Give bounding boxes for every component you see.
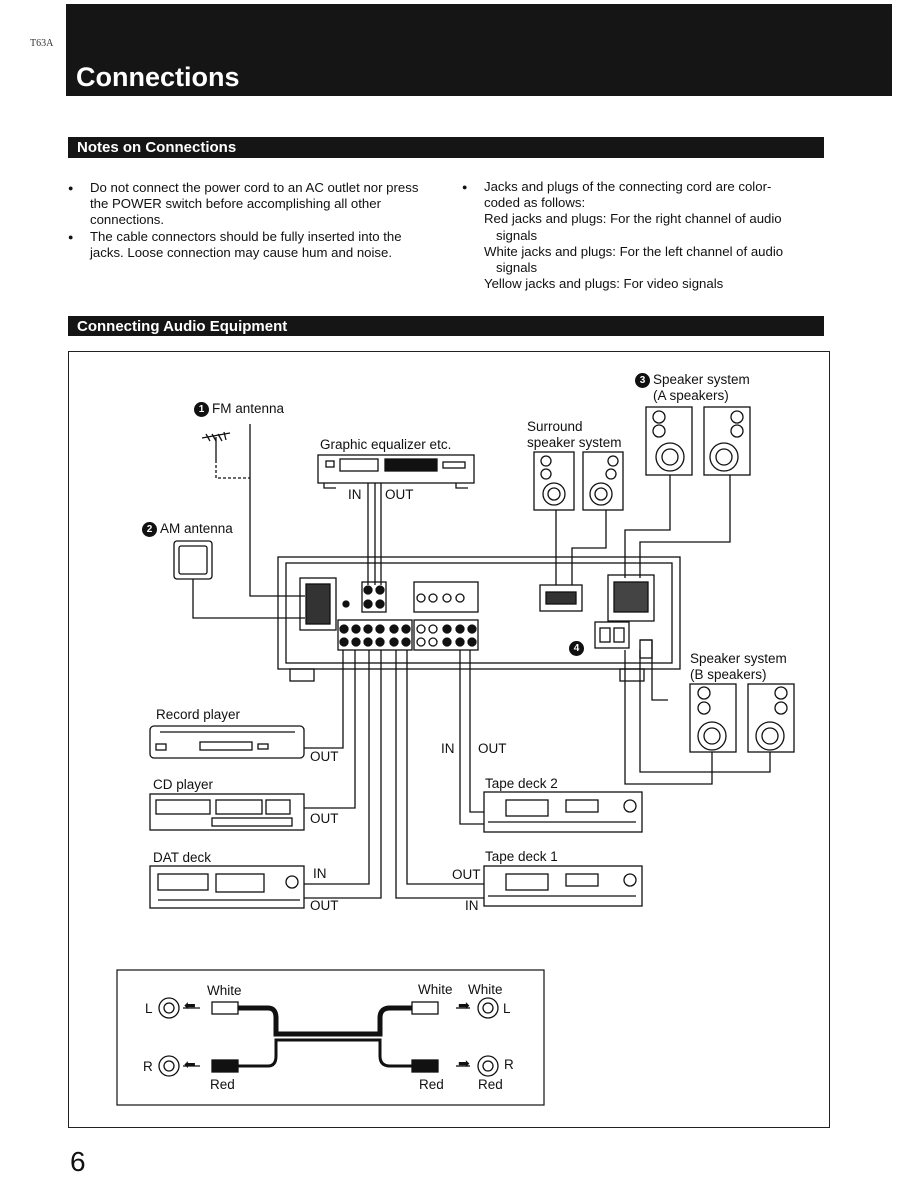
equalizer-device-icon — [317, 454, 475, 585]
tape1-in-label: IN — [465, 898, 479, 913]
arrow-left-icon: ⬅ — [184, 1056, 196, 1072]
cable-white-left: White — [207, 983, 242, 998]
arrow-left-icon: ⬅ — [184, 997, 196, 1013]
arrow-right-icon: ➡ — [458, 997, 470, 1013]
surround-label-2: speaker system — [527, 435, 622, 450]
note-item: Jacks and plugs of the connecting cord a… — [462, 179, 807, 211]
fm-antenna-icon — [201, 424, 305, 597]
notes-left-column: Do not connect the power cord to an AC o… — [68, 180, 438, 261]
cable-white-right: White — [468, 982, 503, 997]
equalizer-in-label: IN — [348, 487, 362, 502]
speakers-a-icon — [624, 406, 751, 578]
am-antenna-icon — [173, 540, 305, 619]
tape-deck-2-label: Tape deck 2 — [485, 776, 558, 791]
cable-illustration — [116, 969, 545, 1106]
note-subitem: Red jacks and plugs: For the right chann… — [484, 211, 782, 243]
equalizer-label: Graphic equalizer etc. — [320, 437, 452, 452]
arrow-right-icon: ➡ — [458, 1055, 470, 1071]
speakers-b-icon — [624, 650, 795, 785]
cable-red-right: Red — [478, 1077, 503, 1092]
tape2-in-label: IN — [441, 741, 455, 756]
diagram-frame — [68, 351, 830, 1128]
dat-out-label: OUT — [310, 898, 339, 913]
note-subitem: White jacks and plugs: For the left chan… — [484, 243, 784, 276]
notes-right-column: Jacks and plugs of the connecting cord a… — [462, 179, 807, 292]
callout-number: 2 — [142, 522, 157, 537]
callout-number: 3 — [635, 373, 650, 388]
surround-speakers-icon — [533, 451, 624, 585]
note-item: Do not connect the power cord to an AC o… — [68, 180, 438, 229]
tape-deck-1-label: Tape deck 1 — [485, 849, 558, 864]
cd-player-out-label: OUT — [310, 811, 339, 826]
cable-r-right: R — [504, 1057, 514, 1072]
equalizer-out-label: OUT — [385, 487, 414, 502]
notes-heading: Notes on Connections — [77, 139, 237, 156]
corner-code: T63A — [30, 38, 54, 49]
cable-red-left: Red — [210, 1077, 235, 1092]
surround-label-1: Surround — [527, 419, 583, 434]
page-number: 6 — [70, 1146, 86, 1177]
audio-heading: Connecting Audio Equipment — [77, 318, 288, 335]
speaker-b-label-1: Speaker system — [690, 651, 787, 666]
tape1-out-label: OUT — [452, 867, 481, 882]
audio-heading-bar — [68, 316, 824, 336]
dat-deck-icon — [149, 650, 382, 909]
tape-deck-2-icon — [459, 650, 643, 833]
note-subitem: Yellow jacks and plugs: For video signal… — [484, 276, 724, 292]
title-bar — [66, 4, 892, 96]
record-player-out-label: OUT — [310, 749, 339, 764]
notes-heading-bar — [68, 137, 824, 158]
receiver-rear-panel — [277, 556, 681, 701]
dat-in-label: IN — [313, 866, 327, 881]
cable-white-mid: White — [418, 982, 453, 997]
cd-player-label: CD player — [153, 777, 214, 792]
cable-red-mid: Red — [419, 1077, 444, 1092]
callout-4: 4 — [569, 640, 587, 656]
tape2-out-label: OUT — [478, 741, 507, 756]
record-player-icon — [149, 650, 344, 759]
note-item: The cable connectors should be fully ins… — [68, 229, 438, 261]
record-player-label: Record player — [156, 707, 241, 722]
dat-deck-label: DAT deck — [153, 850, 212, 865]
cable-l-left: L — [145, 1001, 153, 1016]
speaker-b-label-2: (B speakers) — [690, 667, 767, 682]
speaker-a-label-2: (A speakers) — [653, 388, 729, 403]
tape-deck-1-icon — [395, 650, 643, 907]
cable-r-left: R — [143, 1059, 153, 1074]
cable-l-right: L — [503, 1001, 511, 1016]
callout-number: 1 — [194, 402, 209, 417]
cd-player-icon — [149, 650, 356, 831]
page-title: Connections — [76, 62, 240, 92]
